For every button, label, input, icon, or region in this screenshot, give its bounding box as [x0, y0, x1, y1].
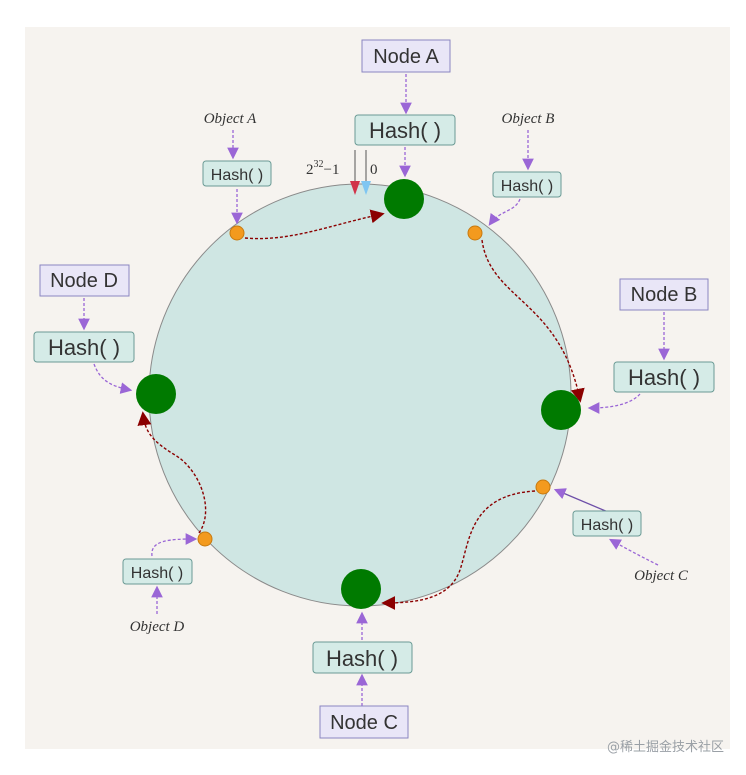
- object-b-path: [481, 239, 585, 403]
- object-a-group: Object A Hash( ): [202, 111, 385, 241]
- node-a-group: Node A Hash( ): [354, 39, 456, 219]
- node-b-hash-label: Hash( ): [628, 365, 700, 390]
- object-d-path: [137, 411, 207, 534]
- node-d-point: [136, 374, 176, 414]
- max-value-marker: [350, 181, 360, 195]
- object-c-path: [381, 490, 536, 610]
- zero-value-marker: [361, 181, 371, 195]
- node-c-group: Hash( ) Node C: [312, 569, 413, 739]
- object-c-hash-label: Hash( ): [581, 517, 633, 534]
- object-c-point: [535, 479, 551, 495]
- node-d-hash-box: [33, 331, 135, 363]
- node-d-hash-label: Hash( ): [48, 335, 120, 360]
- object-b-hash-box: [492, 171, 562, 198]
- node-d-hash-arrow: [93, 363, 133, 394]
- zero-value-label: 0: [370, 162, 378, 178]
- node-d-label: Node D: [50, 270, 118, 292]
- node-c-point: [341, 569, 381, 609]
- object-c-hash-box: [572, 510, 642, 537]
- object-b-group: Object B Hash( ): [467, 111, 585, 403]
- object-d-group: Hash( ) Object D: [122, 411, 213, 635]
- node-d-group: Node D Hash( ): [33, 264, 176, 414]
- object-d-label: Object D: [130, 619, 185, 635]
- max-value-label: 232−1: [306, 159, 339, 178]
- object-a-path: [244, 209, 385, 240]
- object-b-label: Object B: [502, 111, 555, 127]
- node-b-box: [619, 278, 709, 311]
- object-a-label: Object A: [204, 111, 257, 127]
- object-d-hash-label: Hash( ): [131, 565, 183, 582]
- node-a-box: [361, 39, 451, 73]
- object-a-point: [229, 225, 245, 241]
- object-c-label: Object C: [634, 568, 689, 584]
- node-a-label: Node A: [373, 46, 439, 68]
- object-b-hash-label: Hash( ): [501, 178, 553, 195]
- object-b-point: [467, 225, 483, 241]
- node-c-hash-label: Hash( ): [326, 646, 398, 671]
- node-a-hash-box: [354, 114, 456, 146]
- object-d-hash-box: [122, 558, 193, 585]
- node-a-point: [384, 179, 424, 219]
- object-d-point: [197, 531, 213, 547]
- node-c-label: Node C: [330, 712, 398, 734]
- object-d-hash-arrow: [151, 533, 198, 557]
- object-b-hash-arrow: [488, 198, 521, 226]
- object-a-hash-label: Hash( ): [211, 167, 263, 184]
- node-b-label: Node B: [631, 284, 698, 306]
- node-b-point: [541, 390, 581, 430]
- object-c-hash-arrow: [553, 488, 609, 513]
- ring-origin-markers: 232−1 0: [306, 150, 378, 195]
- node-d-box: [39, 264, 130, 297]
- node-c-box: [319, 705, 409, 739]
- node-b-group: Node B Hash( ): [541, 278, 715, 430]
- node-b-hash-box: [613, 361, 715, 393]
- watermark: @稀土掘金技术社区: [606, 740, 724, 755]
- object-a-hash-box: [202, 160, 272, 187]
- node-c-hash-box: [312, 641, 413, 674]
- hash-ring: [148, 183, 572, 607]
- node-a-hash-label: Hash( ): [369, 118, 441, 143]
- object-c-group: Hash( ) Object C: [381, 479, 689, 610]
